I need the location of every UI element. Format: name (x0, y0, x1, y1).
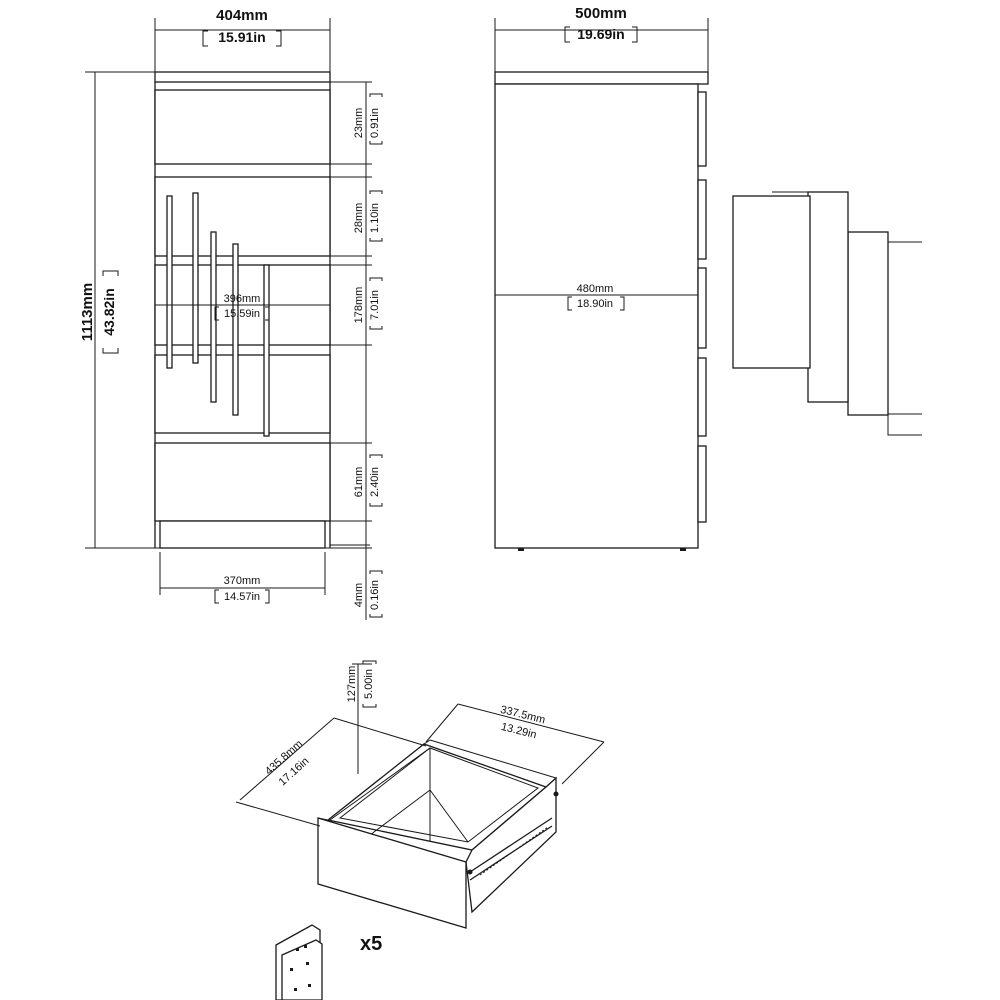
front-height-mm: 1113mm (79, 283, 96, 341)
drawer-front-2 (154, 176, 331, 257)
gap-second-in: 1.10in (369, 203, 381, 233)
side-inner-depth-mm: 480mm (577, 283, 614, 295)
side-depth-in: 19.69in (577, 26, 624, 42)
front-view: 404mm 15.91in 1113mm 43.82in 396mm 15.59… (79, 7, 383, 620)
drawer-runner (467, 791, 559, 881)
side-inner-depth-in: 18.90in (577, 298, 613, 310)
handle-bars (166, 192, 270, 437)
foot-in: 0.16in (369, 580, 381, 610)
drawer-height-mm: 127mm (346, 666, 358, 703)
drawer-front-4 (154, 354, 331, 434)
front-width-mm: 404mm (216, 7, 268, 24)
front-height-in: 43.82in (101, 288, 117, 335)
plinth-mm: 61mm (353, 467, 365, 498)
gap-second-mm: 28mm (353, 203, 365, 234)
inner-width-mm: 396mm (224, 293, 261, 305)
drawer-quantity: x5 (360, 933, 382, 955)
foot-mm: 4mm (353, 583, 365, 607)
inner-width-in: 15.59in (224, 308, 260, 320)
base-width-mm: 370mm (224, 575, 261, 587)
drawer-front-5 (154, 442, 331, 522)
drawer-front-mm: 178mm (353, 287, 365, 324)
drawer-width-in: 13.29in (500, 721, 538, 741)
plinth-in: 2.40in (369, 467, 381, 497)
drawer-height-in: 5.00in (363, 669, 375, 699)
gap-top-in: 0.91in (369, 108, 381, 138)
front-width-in: 15.91in (218, 29, 265, 45)
hardware-panels (275, 924, 323, 1000)
profile-detail (732, 191, 922, 436)
drawer-isometric: 127mm 5.00in 435.8mm 17.16in 337.5mm 13.… (235, 660, 605, 929)
gap-top-mm: 23mm (353, 108, 365, 139)
drawer-front-in: 7.01in (369, 290, 381, 320)
side-view: 500mm 19.69in 480mm 18.90in (494, 5, 709, 551)
base-width-in: 14.57in (224, 591, 260, 603)
side-depth-mm: 500mm (575, 5, 627, 22)
drawer-front-1 (154, 89, 331, 165)
